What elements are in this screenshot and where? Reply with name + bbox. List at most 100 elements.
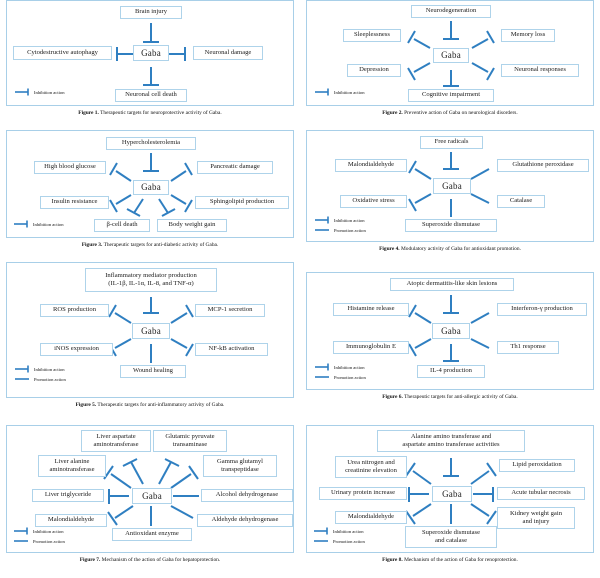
legend-row-promotion: Promotion action bbox=[314, 537, 365, 545]
legend-row-promotion: Promotion action bbox=[315, 373, 366, 381]
figure-6-hub: Gaba bbox=[432, 323, 470, 339]
figure-4-caption-text: Modulatory activity of Gaba for antioxid… bbox=[401, 246, 521, 252]
figure-3-caption: Figure 3. Therapeutic targets for anti-d… bbox=[6, 242, 294, 249]
figure-7-node-glutamic-pyruvate-transaminase: Glutamic pyruvate transaminase bbox=[153, 430, 227, 452]
figure-1-node-cytodestructive-autophagy: Cytodestructive autophagy bbox=[13, 46, 112, 60]
figure-8-node-superoxide-dismutase-and-catalase-label: Superoxide dismutase and catalase bbox=[421, 528, 481, 544]
figure-3-node-body-weight-gain: Body weight gain bbox=[157, 219, 227, 232]
figure-3-node-high-blood-glucose: High blood glucose bbox=[34, 161, 106, 174]
figure-8-node-urea-nitrogen-creatinine-elevation: Urea nitrogen and creatinine elevation bbox=[335, 456, 407, 478]
figure-2-node-neurodegeneration: Neurodegeneration bbox=[411, 5, 491, 18]
figure-2-panel: Gaba Neurodegeneration Sleeplessness Mem… bbox=[306, 0, 594, 106]
figure-8-cell: Gaba Alanine amino transferase and aspar… bbox=[300, 425, 600, 578]
figure-4-node-malondialdehyde: Malondialdehyde bbox=[335, 159, 407, 172]
figure-5-node-mcp-1-secretion: MCP-1 secretion bbox=[195, 304, 265, 317]
legend-row-promotion: Promotion action bbox=[14, 537, 65, 545]
figure-5-node-inos-expression: iNOS expression bbox=[40, 343, 113, 356]
legend-label-inhibition: Inhibition action bbox=[334, 89, 365, 95]
figure-7-node-liver-triglyceride: Liver triglyceride bbox=[32, 489, 104, 502]
figure-4-legend: Inhibition action Promotion action bbox=[315, 216, 366, 234]
figure-3-caption-prefix: Figure 3. bbox=[81, 242, 103, 248]
figure-3-node-beta-cell-death: β-cell death bbox=[94, 219, 150, 232]
figure-7-node-liver-alanine-aminotransferase-label: Liver alanine aminotransferase bbox=[49, 457, 95, 473]
figure-2-node-cognitive-impairment: Cognitive impairment bbox=[408, 89, 494, 102]
figure-2-node-sleeplessness: Sleeplessness bbox=[343, 29, 401, 42]
legend-row-inhibition: Inhibition action bbox=[315, 216, 366, 224]
figure-5-hub: Gaba bbox=[132, 323, 170, 339]
figure-7-hub: Gaba bbox=[132, 488, 172, 504]
figure-2-legend: Inhibition action bbox=[315, 88, 365, 96]
figure-5-cell: Gaba Inflammatory mediator production (I… bbox=[0, 262, 300, 425]
figure-7-caption-prefix: Figure 7. bbox=[79, 557, 101, 563]
figure-2-hub: Gaba bbox=[433, 48, 469, 63]
figure-6-panel: Gaba Atopic dermatitis-like skin lesions… bbox=[306, 272, 594, 390]
figure-8-hub: Gaba bbox=[432, 486, 472, 502]
figure-8-node-urea-nitrogen-creatinine-elevation-label: Urea nitrogen and creatinine elevation bbox=[345, 458, 397, 474]
figure-8-node-lipid-peroxidation: Lipid peroxidation bbox=[499, 459, 575, 472]
figure-5-caption: Figure 5. Therapeutic targets for anti-i… bbox=[6, 402, 294, 409]
figure-4-hub: Gaba bbox=[433, 178, 471, 194]
figure-6-node-interferon-gamma-production: Interferon-γ production bbox=[497, 303, 587, 316]
figure-7-node-alcohol-dehydrogenase: Alcohol dehydrogenase bbox=[201, 489, 293, 502]
figure-5-node-ros-production: ROS production bbox=[40, 304, 109, 317]
figure-7-node-gamma-glutamyl-transpeptidase-label: Gamma glutamyl transpeptidase bbox=[217, 457, 263, 473]
figure-5-node-nf-kb-activation: NF-kB activation bbox=[195, 343, 268, 356]
figure-1-node-brain-injury: Brain injury bbox=[120, 6, 182, 19]
figure-3-panel: Gaba Hypercholesterolemia High blood glu… bbox=[6, 130, 294, 238]
legend-label-promotion: Promotion action bbox=[34, 376, 66, 382]
figure-6-caption: Figure 6. Therapeutic targets for anti-a… bbox=[306, 394, 594, 401]
figure-3-node-sphingolipid-production: Sphingolipid production bbox=[195, 196, 289, 209]
legend-label-promotion: Promotion action bbox=[334, 374, 366, 380]
figure-2-caption-prefix: Figure 2. bbox=[382, 110, 403, 116]
figure-3-node-pancreatic-damage: Pancreatic damage bbox=[197, 161, 273, 174]
figure-1-connectors bbox=[7, 1, 295, 107]
figure-8-node-alanine-aspartate-amino-transferase-activities-label: Alanine amino transferase and aspartate … bbox=[402, 432, 500, 448]
legend-row-promotion: Promotion action bbox=[15, 375, 66, 383]
figure-6-cell: Gaba Atopic dermatitis-like skin lesions… bbox=[300, 262, 600, 425]
figure-4-node-glutathione-peroxidase: Glutathione peroxidase bbox=[497, 159, 589, 172]
legend-label-inhibition: Inhibition action bbox=[334, 217, 365, 223]
legend-row-inhibition: Inhibition action bbox=[14, 527, 65, 535]
figure-7-node-gamma-glutamyl-transpeptidase: Gamma glutamyl transpeptidase bbox=[203, 455, 277, 477]
figure-8-node-alanine-aspartate-amino-transferase-activities: Alanine amino transferase and aspartate … bbox=[377, 430, 525, 452]
legend-label-inhibition: Inhibition action bbox=[34, 366, 65, 372]
figure-3-legend: Inhibition action bbox=[14, 220, 64, 228]
figure-7-node-antioxidant-enzyme: Antioxidant enzyme bbox=[112, 528, 192, 541]
figure-4-caption: Figure 4. Modulatory activity of Gaba fo… bbox=[306, 246, 594, 253]
legend-row-inhibition: Inhibition action bbox=[315, 88, 365, 96]
figure-8-node-malondialdehyde: Malondialdehyde bbox=[335, 511, 407, 524]
figure-1-node-neuronal-cell-death: Neuronal cell death bbox=[115, 89, 187, 102]
figure-7-caption-text: Mechanism of the action of Gaba for hepa… bbox=[101, 557, 221, 563]
figure-1-cell: Gaba Brain injury Cytodestructive autoph… bbox=[0, 0, 300, 130]
legend-row-inhibition: Inhibition action bbox=[14, 220, 64, 228]
figure-8-connectors bbox=[307, 426, 595, 554]
figure-6-node-atopic-dermatitis-like-skin-lesions: Atopic dermatitis-like skin lesions bbox=[390, 278, 514, 291]
figure-1-panel: Gaba Brain injury Cytodestructive autoph… bbox=[6, 0, 294, 106]
figure-1-caption-text: Therapeutic targets for neuroprotective … bbox=[100, 110, 222, 116]
figure-4-node-superoxide-dismutase: Superoxide dismutase bbox=[405, 219, 497, 232]
figure-2-node-depression: Depression bbox=[347, 64, 401, 77]
figure-6-legend: Inhibition action Promotion action bbox=[315, 363, 366, 381]
figure-7-cell: Gaba Liver aspartate aminotransferase Gl… bbox=[0, 425, 300, 578]
legend-label-inhibition: Inhibition action bbox=[334, 364, 365, 370]
legend-label-inhibition: Inhibition action bbox=[33, 221, 64, 227]
figure-2-caption-text: Preventive action of Gaba on neurologica… bbox=[404, 110, 518, 116]
figure-6-node-th1-response: Th1 response bbox=[497, 341, 559, 354]
figure-8-node-acute-tubular-necrosis: Acute tubular necrosis bbox=[497, 487, 585, 500]
legend-row-inhibition: Inhibition action bbox=[15, 88, 65, 96]
figure-8-panel: Gaba Alanine amino transferase and aspar… bbox=[306, 425, 594, 553]
figure-1-hub: Gaba bbox=[133, 45, 169, 61]
figure-8-node-urinary-protein-increase: Urinary protein increase bbox=[319, 487, 407, 500]
legend-label-promotion: Promotion action bbox=[334, 227, 366, 233]
figure-7-legend: Inhibition action Promotion action bbox=[14, 527, 65, 545]
figure-4-cell: Gaba Free radicals Malondialdehyde Gluta… bbox=[300, 130, 600, 262]
figure-1-legend: Inhibition action bbox=[15, 88, 65, 96]
figure-6-caption-prefix: Figure 6. bbox=[382, 394, 403, 400]
figure-7-node-liver-aspartate-aminotransferase-label: Liver aspartate aminotransferase bbox=[93, 432, 139, 448]
figure-4-panel: Gaba Free radicals Malondialdehyde Gluta… bbox=[306, 130, 594, 242]
legend-row-inhibition: Inhibition action bbox=[314, 527, 365, 535]
figure-3-node-hypercholesterolemia: Hypercholesterolemia bbox=[106, 137, 196, 150]
figure-6-node-histamine-release: Histamine release bbox=[333, 303, 409, 316]
figure-7-node-glutamic-pyruvate-transaminase-label: Glutamic pyruvate transaminase bbox=[165, 432, 215, 448]
